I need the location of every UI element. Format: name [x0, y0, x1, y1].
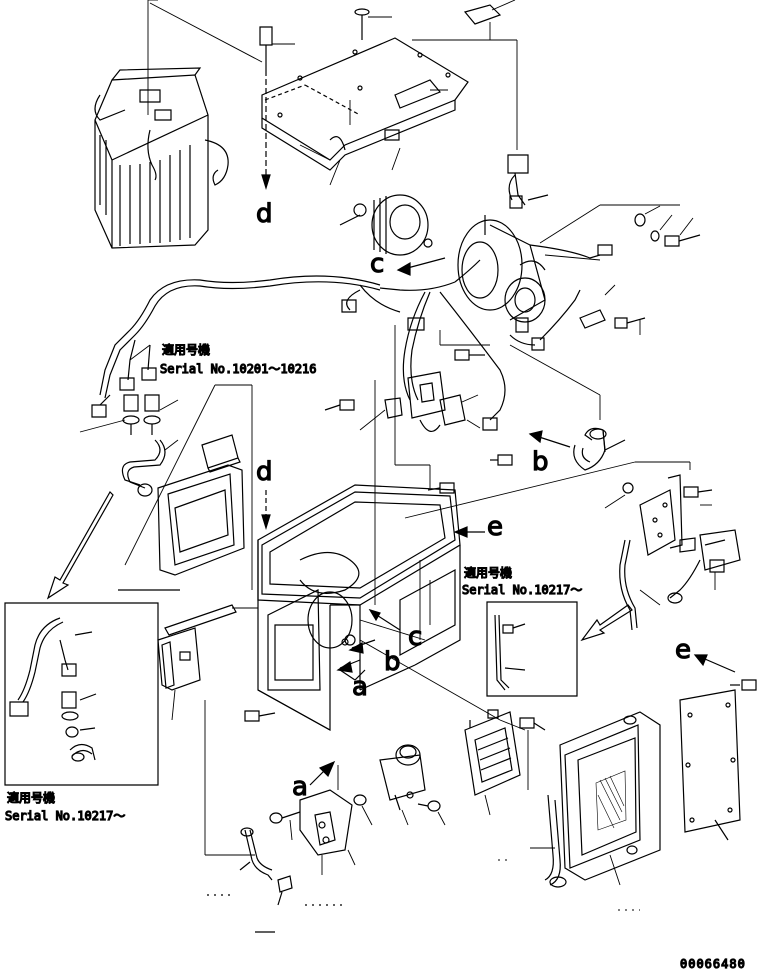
screw-top-2	[355, 9, 369, 40]
screw-b4	[418, 801, 440, 811]
bolt-m2	[325, 400, 354, 410]
washer-2	[651, 231, 659, 241]
label-a-lower: a	[292, 772, 308, 802]
harness-connector-top	[508, 155, 548, 208]
leader-lines-4	[125, 385, 252, 590]
heater-core	[95, 68, 228, 248]
leader-lines-10	[485, 730, 528, 815]
arrow-e-upper	[455, 527, 485, 537]
pressure-switch-2	[144, 395, 160, 435]
leader-lines-6	[360, 345, 600, 430]
air-filter-small	[202, 435, 240, 472]
mounting-bracket-right	[640, 475, 682, 555]
label-b-center: b	[384, 647, 401, 677]
wiring-harness	[92, 260, 580, 430]
pressure-switch-1	[123, 395, 139, 435]
label-b-right: b	[532, 447, 549, 477]
arrow-c-center	[370, 610, 400, 630]
main-housing	[258, 485, 460, 730]
leader-lines-9	[290, 765, 445, 875]
label-c-left: c	[370, 249, 384, 279]
bolt-r1	[684, 487, 712, 497]
serial-note-1-heading: 適用号機	[162, 342, 210, 357]
motor-connector	[598, 245, 612, 255]
bolt-m4	[428, 483, 454, 493]
leader-lines-7	[605, 462, 715, 605]
label-a-center: a	[352, 672, 368, 702]
detail-box-2	[487, 602, 577, 696]
bolt-b1	[245, 711, 275, 721]
screw-b2	[270, 812, 300, 823]
bolt-m3	[490, 455, 512, 465]
serial-note-2-heading: 適用号機	[7, 790, 55, 805]
washer-r2	[623, 483, 633, 493]
arrow-b-right	[530, 431, 570, 447]
detail-box	[5, 603, 158, 785]
clip-top-3	[465, 5, 500, 24]
leader-lines-8	[172, 608, 258, 855]
arrow-c-top	[398, 258, 445, 275]
arrow-a-lower	[310, 762, 334, 785]
serial-note-3-heading: 適用号機	[464, 565, 512, 580]
leader-lines-2	[540, 205, 693, 335]
label-d-mid: d	[256, 457, 273, 487]
top-cover-plate	[262, 38, 468, 170]
bolt-c1	[520, 718, 545, 730]
bolt-top-1	[260, 27, 272, 70]
bolt-3	[665, 235, 700, 246]
arrow-a-center	[338, 660, 360, 672]
hollow-arrow-right	[582, 605, 632, 640]
control-amplifier	[465, 710, 520, 795]
link-bracket	[300, 790, 352, 855]
label-c-center: c	[408, 622, 422, 652]
side-cover-panel	[680, 690, 740, 840]
bolt-4	[615, 318, 645, 328]
bolt-m1	[455, 350, 485, 360]
blower-motor	[458, 215, 545, 332]
bolt-r3	[730, 680, 756, 690]
serial-note-3-serial: Serial No.10217～	[462, 583, 582, 597]
serial-note-2-serial: Serial No.10217～	[5, 809, 125, 823]
foam-seal	[158, 605, 236, 690]
relay-part	[420, 395, 465, 431]
leader-lines-5	[360, 325, 690, 730]
label-e-upper: e	[487, 512, 503, 542]
leader-lines-11	[498, 848, 640, 910]
leader-lines	[148, 0, 517, 185]
drawing-number: 00066480	[680, 957, 746, 971]
washer-1	[635, 214, 645, 226]
serial-note-1: 適用号機 Serial No.10201～10216	[159, 341, 317, 376]
servo-motor	[380, 745, 425, 810]
serial-note-2: 適用号機 Serial No.10217～	[4, 789, 126, 823]
blower-wheel	[340, 195, 432, 255]
clip-small	[278, 876, 292, 905]
arrow-d-mid	[262, 490, 270, 528]
expansion-valve	[668, 530, 740, 603]
label-e-right: e	[675, 635, 691, 665]
clip-5	[580, 310, 605, 328]
leader-lines-3	[80, 345, 178, 450]
nut-b3	[354, 795, 366, 805]
arrow-to-detail	[48, 492, 113, 598]
arrow-b-center	[350, 640, 375, 653]
arrow-d-top	[262, 70, 270, 188]
label-d-top: d	[256, 199, 273, 229]
drain-hose	[574, 428, 625, 470]
pipe-lower	[240, 828, 272, 880]
motor-wire	[530, 245, 600, 258]
evaporator	[545, 712, 660, 887]
arrow-e-right	[695, 655, 735, 672]
filter-frame	[118, 465, 244, 590]
serial-note-3: 適用号機 Serial No.10217～	[461, 564, 583, 597]
resistor-bracket	[385, 372, 445, 418]
capillary-tube	[620, 540, 637, 630]
serial-note-1-serial: Serial No.10201～10216	[160, 362, 317, 376]
pipe-sensor	[122, 440, 165, 496]
